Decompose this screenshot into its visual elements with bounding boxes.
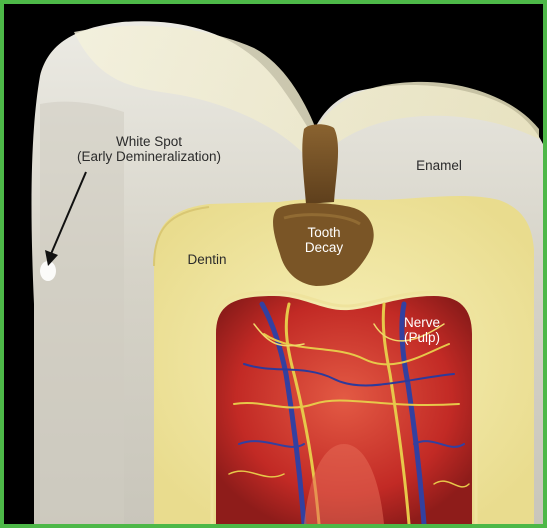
decay-crack bbox=[302, 124, 338, 204]
dentin-label: Dentin bbox=[172, 252, 242, 267]
nerve-label-line1: Nerve bbox=[392, 315, 452, 330]
white-spot-label-line2: (Early Demineralization) bbox=[64, 149, 234, 164]
enamel-front-face bbox=[40, 102, 124, 524]
white-spot-label: White Spot (Early Demineralization) bbox=[64, 134, 234, 164]
nerve-label: Nerve (Pulp) bbox=[392, 315, 452, 345]
tooth-cross-section-illustration bbox=[4, 4, 543, 524]
tooth-decay-label: Tooth Decay bbox=[294, 225, 354, 255]
white-spot-label-line1: White Spot bbox=[64, 134, 234, 149]
tooth-decay-label-line1: Tooth bbox=[294, 225, 354, 240]
enamel-label: Enamel bbox=[404, 158, 474, 173]
nerve-label-line2: (Pulp) bbox=[392, 330, 452, 345]
tooth-decay-label-line2: Decay bbox=[294, 240, 354, 255]
